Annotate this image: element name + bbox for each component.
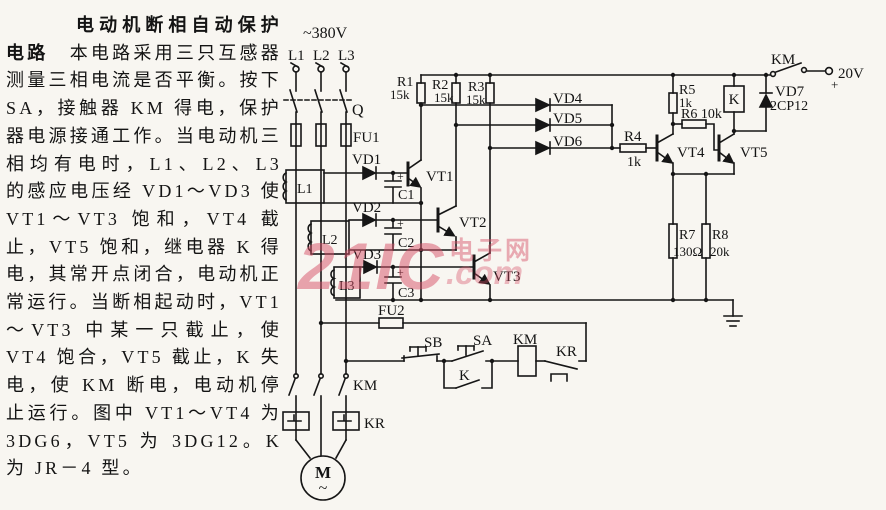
r5-value: 1k	[679, 95, 693, 110]
sb-label: SB	[424, 335, 442, 351]
vd6-label: VD6	[553, 134, 583, 150]
cap-c1-label: C1	[398, 188, 414, 203]
breaker-q-icon	[283, 88, 353, 114]
start-button-sa-icon	[450, 345, 485, 363]
vt1-label: VT1	[426, 169, 454, 185]
r3-value: 15k	[466, 92, 486, 107]
fuse-fu1-icon	[290, 123, 352, 147]
r7-label: R7	[679, 228, 695, 243]
transistor-vt1-icon	[406, 158, 423, 188]
r8-value: 20k	[710, 244, 730, 259]
relay-k-label: K	[729, 92, 740, 108]
vd4-label: VD4	[553, 91, 583, 107]
cap-c3-label: C3	[398, 286, 414, 301]
vt2-label: VT2	[459, 215, 487, 231]
description-title: 电动机断相自动保护电路	[6, 15, 282, 63]
sensing-stage	[323, 61, 834, 327]
r6-label: R6 10k	[681, 107, 722, 122]
r8-label: R8	[712, 228, 728, 243]
diode-vd1-label: VD1	[352, 152, 381, 168]
r2-label: R2	[432, 78, 448, 93]
k-contact-label: K	[459, 368, 470, 384]
transistor-vt4-icon	[655, 132, 675, 164]
ground-icon	[723, 315, 743, 327]
sa-label: SA	[473, 333, 492, 349]
r1-value: 15k	[390, 87, 410, 102]
vd5-label: VD5	[553, 111, 582, 127]
transistor-vt5-icon	[717, 132, 736, 164]
km-aux-switch-icon	[769, 61, 808, 78]
km-main-label: KM	[353, 378, 377, 394]
capacitor-c2-icon	[384, 219, 402, 251]
vt4-label: VT4	[677, 145, 705, 161]
kr-heater-label: KR	[364, 416, 385, 432]
diode-vd2-label: VD2	[352, 200, 381, 216]
breaker-q-label: Q	[352, 102, 364, 119]
control-circuit	[320, 317, 587, 390]
transistor-vt2-icon	[436, 204, 458, 237]
r3-label: R3	[468, 80, 484, 95]
capacitor-c1-icon	[384, 172, 402, 204]
dc-plus-label: +	[831, 77, 838, 92]
r4-label: R4	[624, 129, 642, 145]
kr-contact-icon	[544, 360, 587, 382]
motor-icon	[300, 455, 346, 501]
km-coil-box	[517, 345, 537, 377]
fuse-fu2-label: FU2	[378, 303, 405, 319]
r2-value: 15k	[434, 90, 454, 105]
km-aux-label: KM	[771, 52, 795, 68]
vt3-label: VT3	[493, 269, 521, 285]
r5-label: R5	[679, 83, 695, 98]
km-coil-label: KM	[513, 332, 537, 348]
cap-c3-plus: +	[397, 265, 404, 279]
phase-l2-label: L2	[313, 48, 330, 64]
relay-k-contact-icon	[443, 360, 493, 390]
ct-l2-label: L2	[322, 233, 338, 248]
dc-voltage-label: 20V	[838, 66, 864, 82]
description-body: 本电路采用三只互感器测量三相电流是否平衡。按下 SA，接触器 KM 得电，保护器…	[6, 42, 282, 479]
three-phase-input	[282, 61, 361, 501]
vd7-label: VD7	[775, 84, 805, 100]
ct-l2-icon	[307, 220, 350, 255]
ct-l3-label: L3	[339, 279, 355, 294]
motor-ac-label: ~	[319, 480, 328, 497]
stop-button-sb-icon	[401, 346, 440, 362]
diode-vd3-label: VD3	[352, 247, 381, 263]
r7-value: 130Ω	[673, 244, 702, 259]
ct-l1-label: L1	[297, 182, 313, 197]
vd7-type-label: 2CP12	[770, 99, 808, 114]
motor-m-label: M	[315, 463, 331, 482]
r1-label: R1	[397, 75, 413, 90]
fuse-fu1-label: FU1	[353, 130, 380, 146]
cap-c2-label: C2	[398, 236, 414, 251]
kr-heaters-icon	[282, 411, 360, 431]
transistor-vt3-icon	[472, 251, 492, 285]
supply-voltage-label: ~380V	[303, 25, 348, 42]
ct-l3-icon	[330, 266, 361, 299]
circuit-description: 电动机断相自动保护电路 本电路采用三只互感器测量三相电流是否平衡。按下 SA，接…	[6, 12, 282, 483]
r4-value: 1k	[627, 155, 641, 170]
km-main-contacts-icon	[287, 372, 349, 456]
cap-c2-plus: +	[397, 216, 404, 230]
vt5-label: VT5	[740, 145, 768, 161]
kr-contact-label: KR	[556, 344, 577, 360]
phase-l3-label: L3	[338, 48, 355, 64]
ct-l1-icon	[282, 169, 325, 204]
junction-dots	[318, 72, 769, 364]
cap-c1-plus: +	[397, 169, 404, 183]
fuse-fu2-icon	[378, 317, 404, 329]
dc-terminal-icon	[824, 66, 834, 76]
phase-l1-label: L1	[288, 48, 305, 64]
